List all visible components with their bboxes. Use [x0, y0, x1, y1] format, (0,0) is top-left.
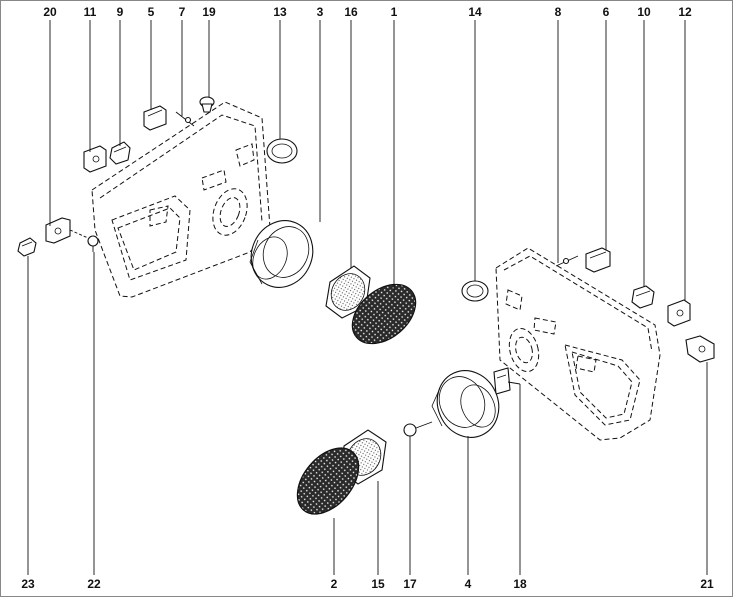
- part-ring-14: [461, 280, 489, 302]
- callout-20: 20: [43, 5, 57, 19]
- part-grille-2: [296, 447, 360, 515]
- callout-18: 18: [513, 577, 527, 591]
- part-clip-9: [109, 141, 131, 165]
- callout-15: 15: [371, 577, 385, 591]
- bottom-callouts: 23 22 2 15 17 4 18 21: [21, 577, 714, 591]
- part-speaker-housing-4: [431, 370, 500, 438]
- callout-16: 16: [344, 5, 358, 19]
- callout-21: 21: [700, 577, 714, 591]
- part-bracket-11: [83, 145, 107, 173]
- part-handle-bracket-5: [143, 105, 167, 131]
- part-screw-17: [403, 421, 433, 437]
- callout-13: 13: [273, 5, 287, 19]
- part-bracket-21: [685, 335, 715, 363]
- part-grille-1: [351, 283, 417, 345]
- callout-4: 4: [465, 577, 472, 591]
- part-clip-18: [493, 367, 511, 395]
- part-plug-19: [199, 96, 215, 113]
- callout-5: 5: [148, 5, 155, 19]
- callout-7: 7: [179, 5, 186, 19]
- callout-6: 6: [603, 5, 610, 19]
- callout-17: 17: [403, 577, 417, 591]
- callout-22: 22: [87, 577, 101, 591]
- callout-19: 19: [202, 5, 216, 19]
- part-pin-8: [555, 255, 579, 267]
- callout-8: 8: [555, 5, 562, 19]
- callout-1: 1: [391, 5, 398, 19]
- part-ring-13: [266, 138, 298, 164]
- right-door-trim-panel: [495, 247, 661, 441]
- part-bracket-12: [667, 299, 691, 327]
- part-pin-7: [175, 111, 195, 127]
- part-screw-22: [87, 235, 99, 252]
- top-callouts: 20 11 9 5 7 19 13 3 16 1 14 8 6 10 12: [43, 5, 692, 19]
- part-bracket-20: [45, 217, 71, 244]
- leader-lines: [27, 20, 708, 575]
- callout-11: 11: [84, 5, 97, 19]
- assembly-line: [69, 229, 89, 239]
- callout-14: 14: [468, 5, 482, 19]
- callout-12: 12: [678, 5, 692, 19]
- callout-2: 2: [331, 577, 338, 591]
- part-clip-10: [631, 285, 655, 309]
- callout-10: 10: [637, 5, 651, 19]
- part-handle-bracket-6: [585, 247, 611, 273]
- callout-9: 9: [117, 5, 124, 19]
- callout-3: 3: [317, 5, 324, 19]
- left-door-trim-panel: [91, 101, 271, 298]
- callout-23: 23: [21, 577, 35, 591]
- part-clip-23: [17, 237, 37, 257]
- part-speaker-housing-3: [249, 220, 314, 288]
